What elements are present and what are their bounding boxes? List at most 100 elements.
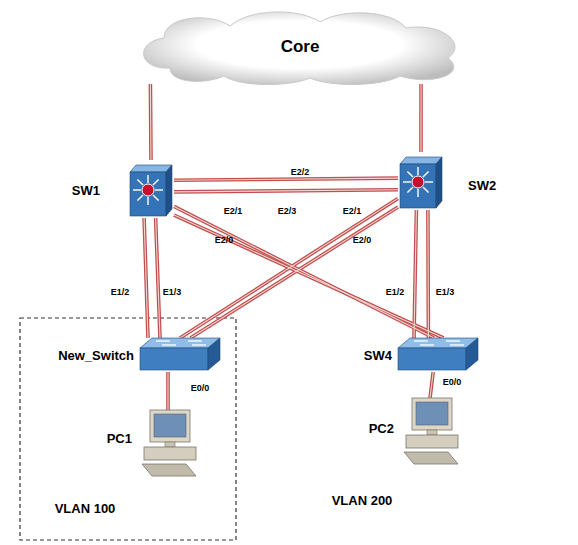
switch-side	[166, 165, 172, 216]
link-highlight	[180, 198, 398, 338]
switch-node: New_Switch	[140, 338, 220, 372]
switch-arrow	[420, 344, 434, 345]
network-link	[149, 84, 153, 160]
monitor-stand	[165, 442, 175, 447]
vlan-label: VLAN 200	[332, 494, 393, 507]
node-icon	[128, 160, 174, 218]
router-core-dot	[412, 176, 424, 188]
switch-arrow	[147, 175, 148, 183]
switch-front	[130, 172, 166, 216]
port-label: E2/3	[278, 207, 297, 216]
node-icon	[138, 410, 198, 480]
network-link	[144, 218, 148, 338]
switch-arrow	[162, 344, 176, 345]
network-link	[174, 190, 398, 192]
switch-arrow	[155, 189, 163, 190]
network-link	[156, 218, 160, 338]
desktop-case	[406, 435, 458, 448]
vlan-label: VLAN 100	[55, 502, 116, 515]
switch-side	[436, 157, 442, 208]
switch-arrow	[423, 187, 429, 193]
network-link	[430, 372, 433, 398]
node-icon	[140, 338, 220, 372]
switch-arrow	[156, 340, 170, 341]
switch-top	[130, 165, 172, 172]
monitor-case	[412, 398, 452, 430]
switch-node: SW2	[398, 152, 444, 210]
switch-arrow	[153, 179, 159, 185]
switch-arrow	[188, 340, 202, 341]
monitor-case	[150, 410, 190, 442]
switch-top	[398, 338, 478, 348]
switch-arrow	[133, 189, 141, 190]
port-label: E2/1	[224, 207, 243, 216]
switch-top	[140, 338, 220, 348]
port-label: E1/2	[111, 288, 130, 297]
switch-arrow	[417, 189, 418, 197]
node-icon	[398, 152, 444, 210]
link-highlight	[167, 372, 168, 410]
switch-top	[400, 157, 442, 164]
network-link	[166, 372, 170, 410]
network-link	[419, 84, 423, 152]
pc-host: PC2VLAN 200	[400, 398, 460, 468]
switch-node: SW1	[128, 160, 174, 218]
router-core-dot	[142, 184, 154, 196]
switch-arrow	[423, 171, 429, 177]
network-link	[426, 210, 430, 338]
monitor-screen	[154, 414, 186, 437]
link-highlight	[427, 210, 429, 338]
switch-arrow	[137, 195, 143, 201]
switch-arrow	[450, 344, 464, 345]
link-highlight	[174, 206, 434, 338]
port-label: E1/3	[163, 288, 182, 297]
switch-arrow	[407, 171, 413, 177]
link-highlight	[174, 215, 444, 338]
node-name: SW4	[364, 349, 392, 362]
link-highlight	[430, 372, 433, 398]
port-label: E0/0	[191, 384, 210, 393]
network-link	[174, 178, 398, 180]
switch-arrow	[153, 195, 159, 201]
network-link	[414, 210, 416, 338]
desktop-case	[144, 447, 196, 460]
network-cloud: Core	[130, 8, 470, 84]
node-icon	[400, 398, 460, 468]
link-highlight	[190, 207, 398, 338]
port-label: E2/2	[291, 168, 310, 177]
dashed-boundary	[20, 318, 236, 540]
monitor-screen	[416, 402, 448, 425]
switch-front	[398, 348, 466, 370]
link-highlight	[420, 84, 421, 152]
network-link	[180, 198, 398, 338]
switch-front	[140, 348, 208, 370]
port-label: E0/0	[443, 378, 462, 387]
network-link	[190, 207, 398, 338]
port-label: E1/3	[436, 288, 455, 297]
node-name: PC1	[107, 432, 132, 445]
node-name: PC2	[369, 422, 394, 435]
link-highlight	[144, 218, 148, 338]
link-highlight	[174, 190, 398, 192]
keyboard	[404, 452, 458, 464]
switch-side	[466, 338, 478, 370]
switch-front	[400, 164, 436, 208]
node-name: SW2	[468, 179, 496, 192]
switch-arrow	[192, 344, 206, 345]
switch-side	[208, 338, 220, 370]
node-name: SW1	[72, 184, 100, 197]
monitor-stand	[427, 430, 437, 435]
link-highlight	[156, 218, 160, 338]
switch-arrow	[446, 340, 460, 341]
port-label: E2/1	[343, 207, 362, 216]
switch-arrow	[137, 179, 143, 185]
node-icon	[398, 338, 478, 372]
switch-arrow	[417, 167, 418, 175]
port-label: E1/2	[386, 288, 405, 297]
port-label: E2/0	[215, 236, 234, 245]
link-highlight	[150, 84, 152, 160]
switch-arrow	[407, 187, 413, 193]
node-name: Core	[281, 38, 320, 55]
switch-arrow	[425, 181, 433, 182]
link-highlight	[414, 210, 416, 338]
